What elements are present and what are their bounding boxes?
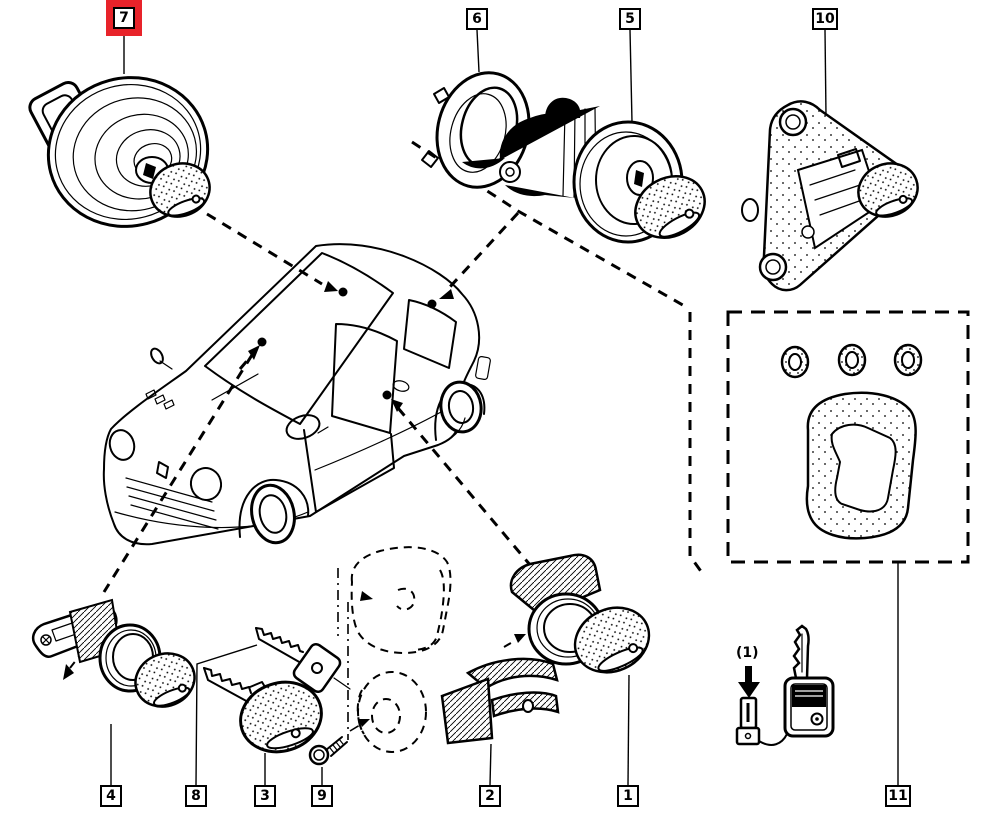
callout-10[interactable]: 10 <box>812 8 838 30</box>
key-head <box>857 162 919 218</box>
door-handle <box>392 380 410 392</box>
location-dot-door <box>382 390 392 400</box>
car-illustration <box>102 243 491 546</box>
callout-4[interactable]: 4 <box>100 785 122 807</box>
grommet <box>893 343 923 377</box>
grommet <box>780 345 810 379</box>
quarter-window <box>403 299 457 369</box>
mounting-bracket-symbol <box>53 703 88 722</box>
transponder-key <box>783 624 835 738</box>
brand-diamond-logo <box>156 461 169 479</box>
part-ignition-lock <box>499 97 706 244</box>
callout-3[interactable]: 3 <box>254 785 276 807</box>
callout-5[interactable]: 5 <box>619 8 641 30</box>
highlight-frame: 7 <box>106 0 142 36</box>
callout-2[interactable]: 2 <box>479 785 501 807</box>
part-rear-lock <box>467 553 651 674</box>
callout-leader-lines <box>110 29 899 786</box>
part-front-door-lock <box>32 598 196 722</box>
location-dot-quarter-window <box>427 299 437 309</box>
callout-7[interactable]: 7 <box>113 7 135 29</box>
battery-note-label: (1) <box>736 645 759 661</box>
grommet <box>837 343 867 377</box>
callout-9[interactable]: 9 <box>311 785 333 807</box>
part-screw <box>308 719 370 766</box>
part-seals-kit-box <box>726 310 970 564</box>
front-wheel <box>250 483 296 545</box>
phantom-mirror-assembly <box>337 546 452 753</box>
key-head <box>634 175 706 239</box>
callout-1[interactable]: 1 <box>617 785 639 807</box>
callout-6[interactable]: 6 <box>466 8 488 30</box>
callout-11[interactable]: 11 <box>885 785 911 807</box>
part-fuel-filler-cap <box>28 76 211 228</box>
location-dot-windshield <box>257 337 267 347</box>
location-dot-roof <box>338 287 348 297</box>
headlight <box>189 467 223 501</box>
part-tailgate-plate <box>741 100 919 292</box>
gasket <box>805 391 917 540</box>
part-key-square-head <box>255 627 351 694</box>
key-head <box>134 652 196 708</box>
door-mirror <box>285 414 321 440</box>
down-arrow-icon <box>738 682 760 698</box>
key-battery-illustration <box>735 624 835 746</box>
callout-8[interactable]: 8 <box>185 785 207 807</box>
headlight <box>108 429 136 461</box>
part-support-bracket <box>440 657 560 745</box>
door-window <box>331 323 398 434</box>
rear-wheel <box>439 380 483 434</box>
mounting-bracket-symbol <box>467 638 500 658</box>
key-head <box>149 162 211 218</box>
key-head <box>239 680 323 754</box>
key-head <box>573 606 651 674</box>
part-key-round-head <box>203 667 323 754</box>
windshield <box>204 252 394 425</box>
